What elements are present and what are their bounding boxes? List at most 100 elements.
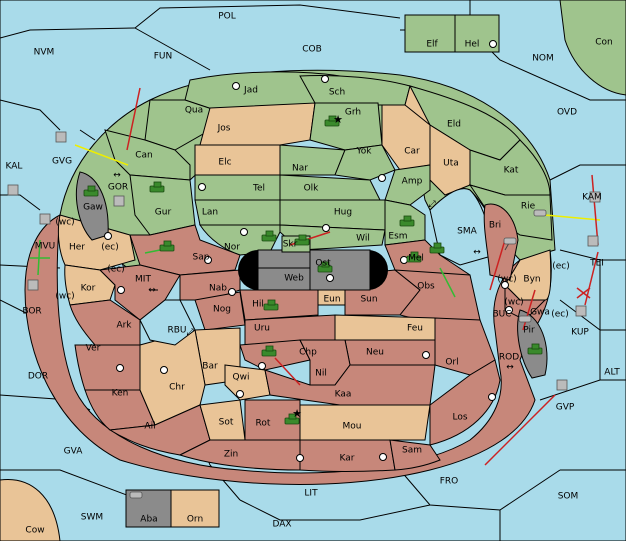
region-ark[interactable] <box>69 299 141 346</box>
label-gvp: GVP <box>556 403 575 413</box>
label-eld: Eld <box>447 120 461 130</box>
label-wil: Wil <box>356 234 370 244</box>
label-web: Web <box>284 274 304 284</box>
supply-center-icon <box>321 75 329 83</box>
connector-icon: ↔ <box>113 171 121 181</box>
label-chr: Chr <box>169 383 185 393</box>
region-her[interactable] <box>57 214 136 271</box>
order-arrow <box>274 357 301 386</box>
label-gaw: Gaw <box>83 203 103 213</box>
region-jos[interactable] <box>199 102 316 146</box>
label-hil: Hil <box>252 300 264 310</box>
supply-center-icon <box>378 174 386 182</box>
label-hug: Hug <box>334 208 352 218</box>
label-coast: (wc) <box>497 275 516 285</box>
supply-center-icon <box>505 306 513 314</box>
label-nor: Nor <box>224 243 240 253</box>
label-jad: Jad <box>243 86 258 96</box>
region-bri[interactable] <box>483 203 519 281</box>
label-nom: NOM <box>532 54 554 64</box>
label-kup: KUP <box>571 328 589 338</box>
region-labels: POL COB FUN NVM NOM OVD KAL KAM BOR DOR … <box>6 12 621 536</box>
region-elc[interactable] <box>194 144 281 176</box>
region-nar[interactable] <box>279 144 346 176</box>
order-arrow <box>591 174 599 246</box>
region-gwa[interactable] <box>504 283 547 321</box>
order-support <box>544 214 601 221</box>
label-coast: (ec) <box>107 265 125 275</box>
label-pol: POL <box>218 12 236 22</box>
region-orn[interactable] <box>170 489 220 528</box>
label-coast: (wc) <box>55 218 74 228</box>
label-ken: Ken <box>112 389 129 399</box>
label-elc: Elc <box>218 158 231 168</box>
connector-icon: ↔ <box>473 248 481 258</box>
order-arrow <box>126 87 141 151</box>
label-byn: Byn <box>523 275 540 285</box>
label-mel: Mel <box>408 254 424 264</box>
supply-center-icon <box>117 286 125 294</box>
supply-center-icon <box>228 288 236 296</box>
label-sma: SMA <box>457 227 477 237</box>
region-kor[interactable] <box>64 264 116 306</box>
label-kat: Kat <box>504 166 519 176</box>
label-sam: Sam <box>402 446 422 456</box>
region-lake[interactable] <box>257 249 371 291</box>
label-coast: (ec) <box>552 262 570 272</box>
region-amp[interactable] <box>384 164 431 206</box>
star-icon: ★ <box>333 113 343 126</box>
label-los: Los <box>452 413 467 423</box>
star-icon: ★ <box>292 407 302 420</box>
order-arrow <box>484 394 556 466</box>
region-gaw[interactable] <box>75 171 109 241</box>
region-can[interactable] <box>104 129 191 181</box>
label-bor: BOR <box>22 307 41 317</box>
supply-center-icon <box>258 362 266 370</box>
army-icon <box>83 115 543 425</box>
label-feu: Feu <box>407 324 423 334</box>
green-provinces <box>104 71 553 256</box>
label-gur: Gur <box>155 208 172 218</box>
supply-center-icon <box>204 256 212 264</box>
order-support <box>144 249 161 254</box>
red-provinces <box>57 214 552 472</box>
sea-connectors: ↔ ↔ ⤢ ⤢ ↔ ↔ <box>113 171 514 373</box>
label-kar: Kar <box>340 454 355 464</box>
connector-icon: ↔ <box>148 286 156 296</box>
label-yok: Yok <box>355 147 372 157</box>
label-kaa: Kaa <box>335 390 352 400</box>
label-olk: Olk <box>304 184 320 194</box>
label-pir: Pir <box>523 326 535 336</box>
region-mou[interactable] <box>299 404 431 441</box>
label-som: SOM <box>558 492 579 502</box>
label-nil: Nil <box>315 369 327 379</box>
region-kaa[interactable] <box>264 364 436 406</box>
label-obs: Obs <box>417 282 435 292</box>
supply-center-icon <box>160 366 168 374</box>
order-support <box>439 267 456 298</box>
label-tei: TEI <box>589 259 604 269</box>
supply-center-icon <box>240 228 248 236</box>
supply-center-icon <box>488 393 496 401</box>
region-sam[interactable] <box>389 439 441 471</box>
region-qwi[interactable] <box>224 364 271 401</box>
supply-center-icon <box>489 40 497 48</box>
label-mvu: MVU <box>35 242 56 252</box>
label-rod: ROD <box>499 353 519 363</box>
supply-center-icon <box>322 224 330 232</box>
orders <box>30 87 601 466</box>
region-neu[interactable] <box>344 339 436 366</box>
supply-center-icon <box>116 364 124 372</box>
supply-center-icon <box>198 183 206 191</box>
label-uru: Uru <box>254 324 270 334</box>
label-gva: GVA <box>64 447 84 457</box>
label-nar: Nar <box>292 164 308 174</box>
region-elf-box[interactable] <box>404 14 500 53</box>
order-arrow <box>489 239 506 291</box>
region-los[interactable] <box>429 359 501 446</box>
label-rot: Rot <box>256 419 271 429</box>
label-coast: (wc) <box>504 298 523 308</box>
label-buc: BUC <box>492 310 511 320</box>
label-gvg: GVG <box>52 157 72 167</box>
